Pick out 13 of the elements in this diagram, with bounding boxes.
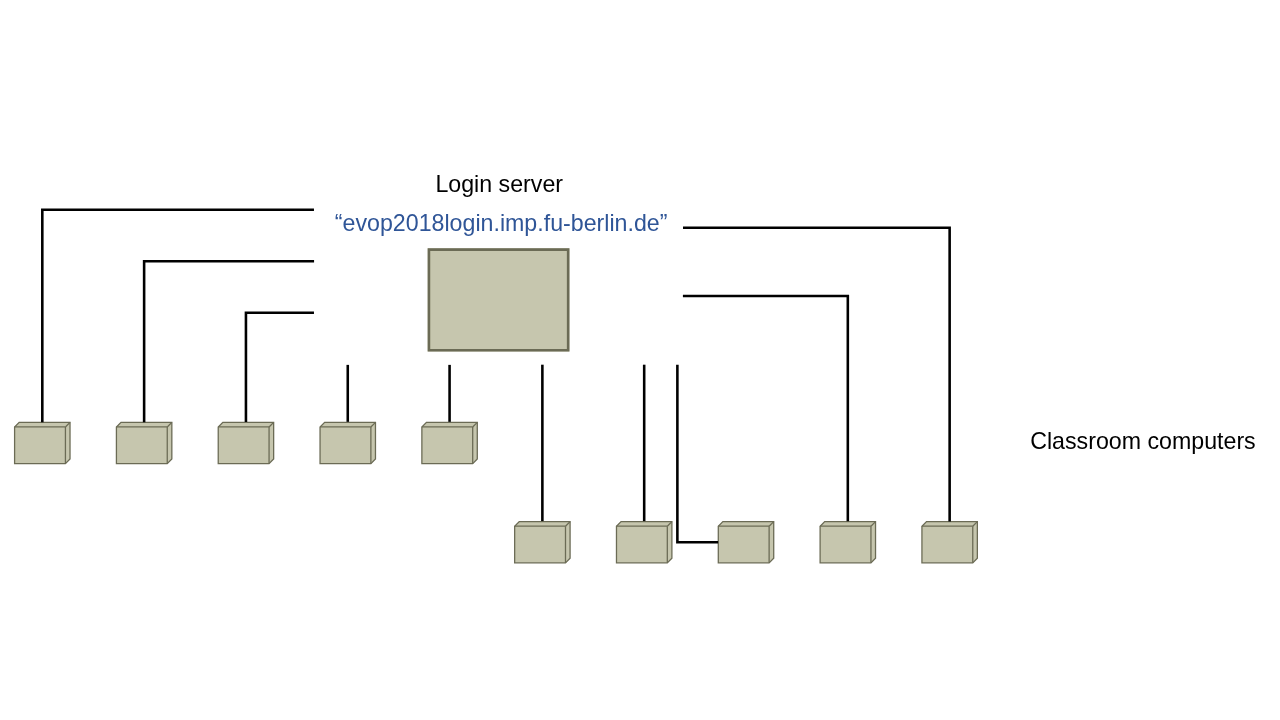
connector — [541, 364, 544, 521]
label: Classroom computers — [1030, 427, 1256, 454]
connector — [683, 225, 951, 522]
connector — [41, 207, 314, 422]
connector — [142, 259, 315, 422]
connector — [642, 364, 646, 521]
connector — [346, 364, 350, 422]
node-label: Login server — [435, 170, 564, 197]
connector — [682, 294, 850, 521]
connector — [676, 364, 719, 543]
connector — [244, 311, 314, 422]
connector — [448, 364, 451, 422]
node-label: “evop2018login.imp.fu-berlin.de” — [334, 209, 668, 236]
